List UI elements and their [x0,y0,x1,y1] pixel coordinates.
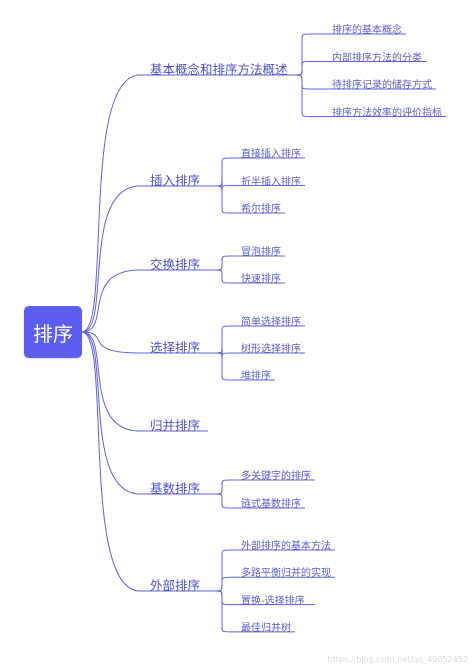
leaf-label[interactable]: 置换-选择排序 [241,595,305,607]
leaf-label[interactable]: 多关键字的排序 [241,471,311,482]
leaf-connector [213,269,285,284]
leaf-label[interactable]: 简单选择排序 [241,317,301,328]
leaf-label[interactable]: 希尔排序 [241,204,281,215]
leaf-label[interactable]: 排序的基本概念 [332,25,402,36]
leaf-connector [213,185,285,214]
leaf-label[interactable]: 待排序记录的储存方式 [332,80,432,91]
leaf-label[interactable]: 折半插入排序 [241,176,301,188]
leaf-connector [213,576,335,592]
root-branch-connector [81,74,299,333]
branch-label[interactable]: 交换排序 [150,257,201,272]
root-branch-connector [81,331,208,354]
branch-label[interactable]: 外部排序 [150,578,201,593]
branch-label[interactable]: 基本概念和排序方法概述 [150,62,288,77]
leaf-connector [213,352,275,381]
leaf-label[interactable]: 堆排序 [241,371,271,382]
leaf-connector [213,479,315,495]
leaf-connector [293,61,426,76]
leaf-label[interactable]: 树形选择排序 [241,344,301,355]
leaf-connector [213,493,305,509]
leaf-connector [213,590,295,633]
leaf-label[interactable]: 排序方法效率的评价指标 [332,107,442,119]
leaf-connector [213,255,285,271]
branch-label[interactable]: 归并排序 [150,418,201,433]
leaf-label[interactable]: 链式基数排序 [241,499,301,510]
leaf-connector [293,74,446,117]
root-node[interactable]: 排序 [24,306,82,358]
leaf-label[interactable]: 内部排序方法的分类 [332,52,422,64]
root-branch-connector [81,185,208,333]
branch-label[interactable]: 基数排序 [150,481,201,496]
root-branch-connector [81,331,208,432]
root-branch-connector [81,331,208,592]
leaf-label[interactable]: 快速排序 [241,274,281,285]
branch-label[interactable]: 选择排序 [150,340,201,355]
root-branch-connector [81,269,208,333]
branch-label[interactable]: 插入排序 [150,173,201,188]
leaf-label[interactable]: 最佳归并树 [241,622,291,634]
leaf-label[interactable]: 冒泡排序 [241,247,281,258]
leaf-label[interactable]: 多路平衡归并的实现 [241,568,331,580]
root-branch-connector [81,331,208,495]
leaf-label[interactable]: 外部排序的基本方法 [241,541,331,552]
leaf-label[interactable]: 直接插入排序 [241,149,301,160]
watermark: https://blog.csdn.net/qq_45052452 [327,655,468,664]
